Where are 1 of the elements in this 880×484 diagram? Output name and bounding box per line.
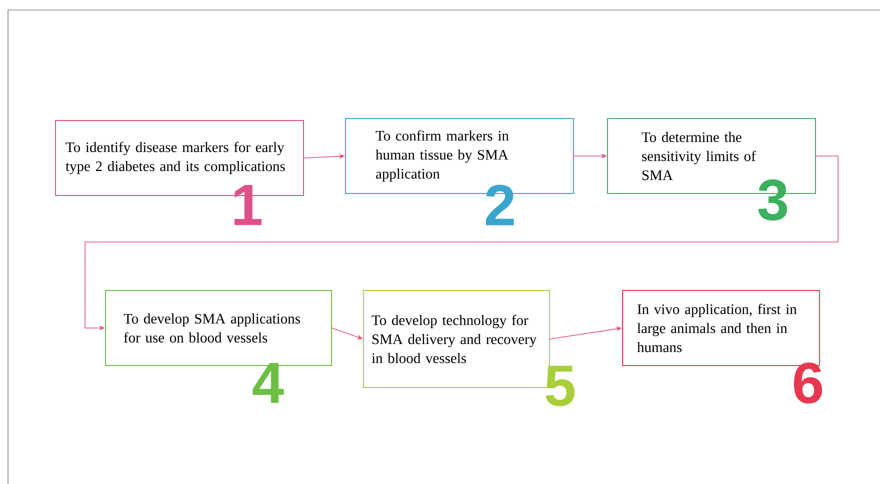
step-number: 4 xyxy=(252,363,284,403)
